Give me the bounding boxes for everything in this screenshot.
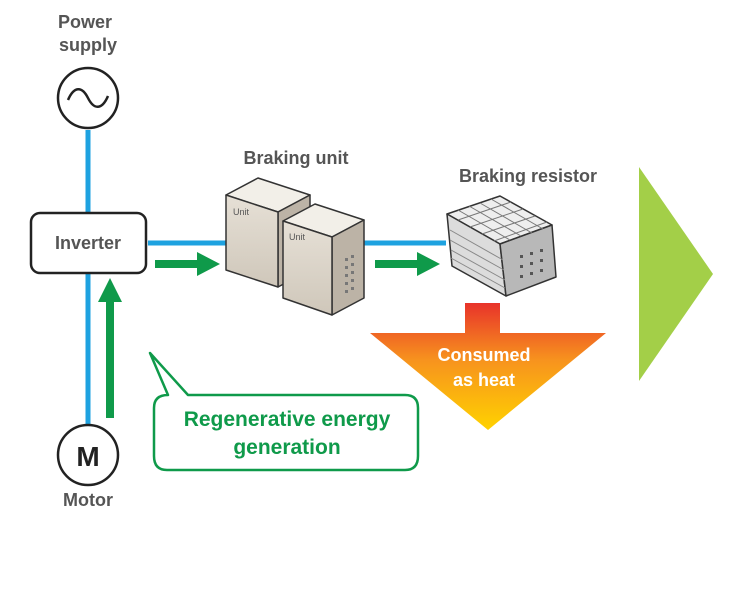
regen-callout-line2: generation [233,436,340,459]
regen-up-arrow [98,278,122,418]
motor-label: Motor [63,490,113,510]
inverter-label: Inverter [55,233,121,253]
next-step-arrow [639,167,713,381]
wires [85,130,446,425]
heat-label-line2: as heat [453,370,515,390]
motor-symbol: M [76,441,99,472]
braking-resistor-label: Braking resistor [459,166,597,186]
motor-m-icon: M [56,423,120,487]
flow-arrow-to-brakeunit [155,252,220,276]
braking-unit-illustration [225,177,365,316]
braking-resistor-illustration [446,195,557,297]
inverter-box: Inverter [29,211,148,275]
ac-sine-wave-icon [56,66,120,130]
unit-tag-1: Unit [233,207,250,217]
flow-arrow-to-resistor [375,252,440,276]
unit-tag-2: Unit [289,232,306,242]
heat-label-line1: Consumed [437,345,530,365]
regen-callout [148,351,420,472]
regen-callout-line1: Regenerative energy [184,408,391,431]
heat-arrow [370,303,606,430]
power-supply-label-line2: supply [59,35,117,55]
power-supply-label-line1: Power [58,12,112,32]
braking-unit-label: Braking unit [243,148,348,168]
